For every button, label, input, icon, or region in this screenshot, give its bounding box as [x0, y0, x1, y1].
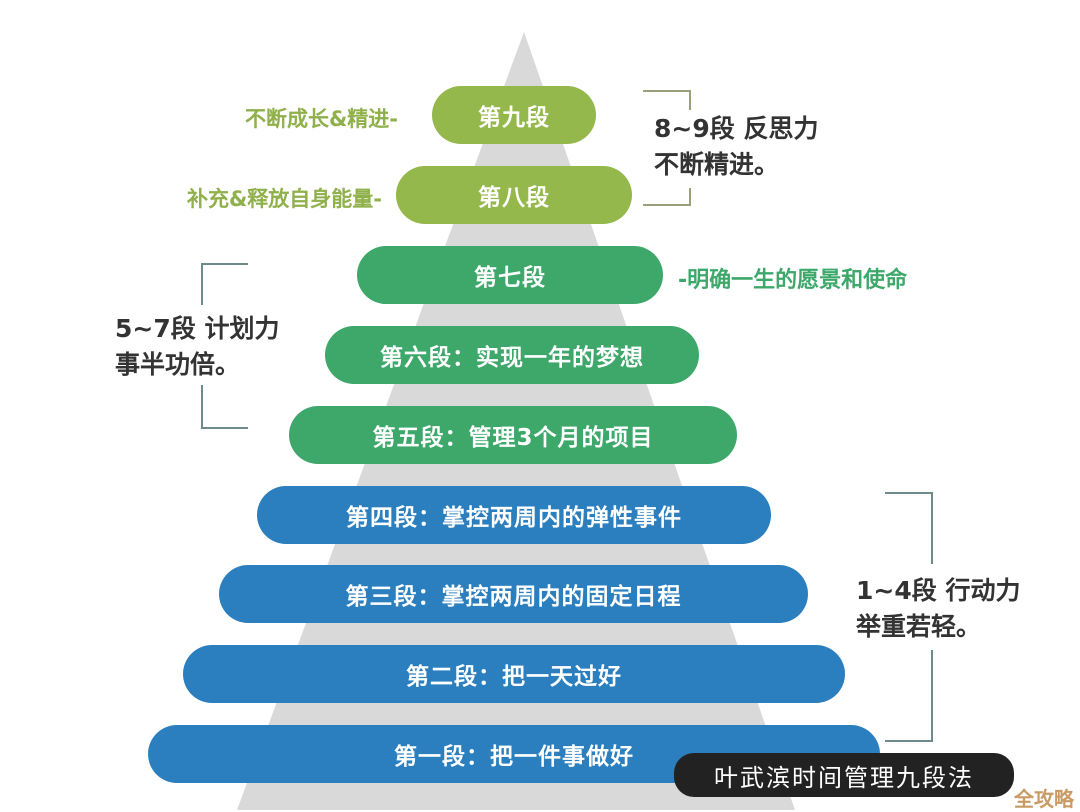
group-57-bracket-top [201, 263, 248, 305]
group-89-label: 8~9段 反思力 不断精进。 [654, 111, 818, 183]
group-57-label: 5~7段 计划力 事半功倍。 [115, 311, 279, 383]
level-5-pill: 第五段：管理3个月的项目 [289, 406, 737, 464]
group-57-bracket-bottom [201, 385, 248, 429]
group-89-desc: 不断精进。 [654, 150, 780, 179]
group-14-bracket-bottom [885, 650, 933, 742]
group-89-bracket-bottom [643, 188, 691, 206]
level-7-pill: 第七段 [357, 246, 663, 304]
level-9-note: 不断成长&精进- [244, 107, 398, 131]
group-14-label: 1~4段 行动力 举重若轻。 [856, 573, 1020, 645]
title-badge: 叶武滨时间管理九段法 [674, 753, 1014, 797]
group-14-desc: 举重若轻。 [856, 612, 982, 641]
level-4-pill: 第四段：掌控两周内的弹性事件 [257, 486, 771, 544]
group-14-bracket-top [885, 492, 933, 564]
level-3-pill: 第三段：掌控两周内的固定日程 [219, 565, 808, 623]
group-57-range: 5~7段 计划力 [115, 314, 280, 343]
group-14-range: 1~4段 行动力 [856, 576, 1021, 605]
watermark: 全攻略 [1014, 787, 1074, 811]
level-7-note: -明确一生的愿景和使命 [678, 268, 908, 293]
level-8-pill: 第八段 [396, 166, 632, 224]
level-9-pill: 第九段 [432, 86, 596, 144]
level-6-pill: 第六段：实现一年的梦想 [325, 326, 699, 384]
level-2-pill: 第二段：把一天过好 [183, 645, 845, 703]
level-8-note: 补充&释放自身能量- [186, 187, 382, 211]
group-89-bracket-top [643, 90, 691, 110]
group-89-range: 8~9段 反思力 [654, 114, 819, 143]
group-57-desc: 事半功倍。 [115, 350, 241, 379]
